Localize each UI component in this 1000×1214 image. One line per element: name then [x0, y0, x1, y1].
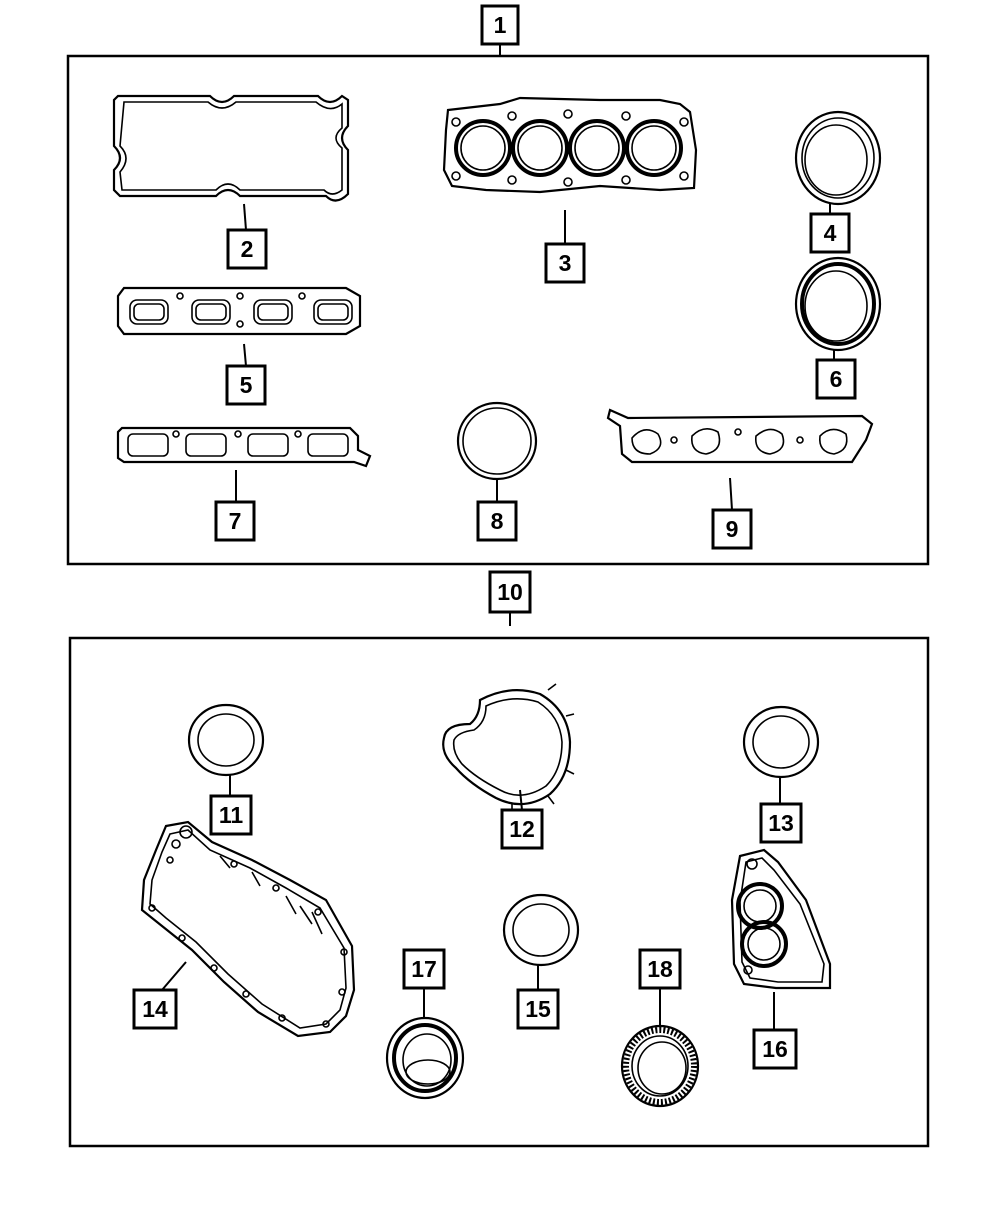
callout-14: 14 [132, 988, 178, 1030]
callout-12: 12 [500, 808, 544, 850]
callout-1: 1 [480, 4, 520, 46]
svg-text:12: 12 [509, 816, 535, 842]
water-pump-gasket [442, 683, 575, 812]
manifold-gasket-9 [606, 408, 874, 464]
callout-3: 3 [544, 242, 586, 284]
callout-5: 5 [225, 364, 267, 406]
callout-8: 8 [476, 500, 518, 542]
svg-text:3: 3 [559, 250, 572, 276]
callout-10: 10 [488, 570, 532, 614]
svg-text:15: 15 [525, 996, 551, 1022]
housing-gasket-16 [730, 848, 832, 990]
svg-text:13: 13 [768, 810, 794, 836]
seal-part-4 [794, 110, 882, 206]
svg-text:7: 7 [229, 508, 242, 534]
oil-seal-part-17 [385, 1016, 465, 1100]
callout-2: 2 [226, 228, 268, 270]
oil-pan-gasket [140, 820, 356, 1038]
callout-17: 17 [402, 948, 446, 990]
lower-kit-frame [68, 636, 930, 1148]
valve-cover-gasket [112, 94, 350, 202]
manifold-gasket-7 [116, 426, 372, 468]
svg-text:6: 6 [830, 366, 843, 392]
o-ring-part-8 [456, 401, 538, 481]
svg-text:18: 18 [647, 956, 673, 982]
svg-text:4: 4 [824, 220, 837, 246]
svg-text:8: 8 [491, 508, 504, 534]
callout-13: 13 [759, 802, 803, 844]
upper-kit-frame [66, 54, 930, 566]
svg-text:14: 14 [142, 996, 168, 1022]
cylinder-head-gasket [442, 96, 698, 194]
svg-text:11: 11 [219, 802, 244, 828]
callout-18: 18 [638, 948, 682, 990]
callout-7: 7 [214, 500, 256, 542]
callout-6: 6 [815, 358, 857, 400]
manifold-gasket-5 [116, 286, 362, 336]
seal-part-15 [502, 893, 580, 967]
callout-4: 4 [809, 212, 851, 254]
callout-9: 9 [711, 508, 753, 550]
seal-part-11 [187, 703, 265, 777]
svg-text:10: 10 [497, 579, 523, 605]
svg-text:5: 5 [240, 372, 253, 398]
svg-text:16: 16 [762, 1036, 788, 1062]
callout-15: 15 [516, 988, 560, 1030]
svg-text:9: 9 [726, 516, 739, 542]
seal-part-13 [742, 705, 820, 779]
crankshaft-seal-part-18 [620, 1024, 700, 1108]
svg-text:2: 2 [241, 236, 254, 262]
callout-11: 11 [209, 794, 253, 836]
svg-text:17: 17 [411, 956, 437, 982]
svg-text:1: 1 [494, 12, 507, 38]
seal-part-6 [794, 256, 882, 352]
callout-16: 16 [752, 1028, 798, 1070]
